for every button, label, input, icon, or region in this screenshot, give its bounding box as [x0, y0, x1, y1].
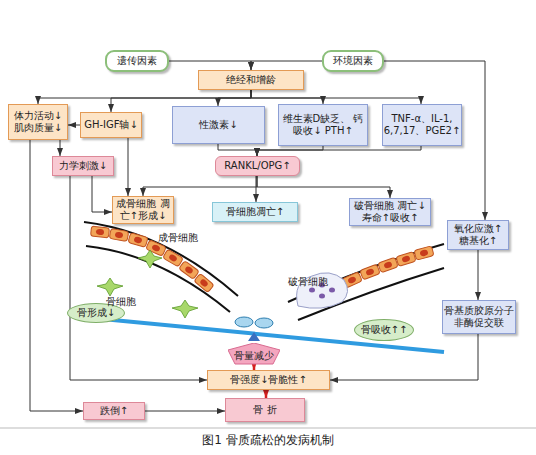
- process-box: 体力活动↓ 肌肉质量↓: [8, 104, 68, 140]
- process-box: 力学刺激↓: [52, 156, 114, 176]
- node-text: 绝经和增龄: [226, 74, 276, 86]
- arrow-connector: [257, 146, 421, 156]
- figure-caption: 图1 骨质疏松的发病机制: [0, 432, 536, 449]
- arrow-connector: [257, 176, 390, 198]
- arrow-connector: [218, 90, 251, 106]
- process-box: RANKL/OPG↑: [215, 156, 300, 176]
- process-box: 骨基质胶原分子 非酶促交联: [442, 300, 516, 334]
- process-box: 骨细胞凋亡↑: [212, 202, 298, 222]
- cell-label: 破骨细胞: [288, 276, 328, 289]
- process-box: GH-IGF轴↓: [80, 112, 142, 138]
- arrow-connector: [30, 140, 83, 411]
- arrow-connector: [218, 144, 257, 156]
- factor-oval: 环境因素: [322, 50, 384, 72]
- node-text: 环境因素: [333, 55, 373, 67]
- lining-cell-row: [342, 246, 434, 288]
- arrow-connector: [251, 90, 421, 104]
- node-text: 骨量减少: [234, 350, 274, 362]
- arrow-connector: [38, 90, 251, 104]
- arrow-connector: [257, 146, 323, 156]
- node-text: 成骨细胞 凋亡↑形成↓: [113, 198, 173, 222]
- cell-symbol: [235, 317, 253, 327]
- arrow-connector: [169, 61, 251, 70]
- node-text: 骨吸收↑↑: [361, 324, 408, 336]
- node-text: 骨基质胶原分子 非酶促交联: [443, 305, 515, 329]
- node-text: 氧化应激↑ 糖基化↑: [448, 223, 508, 247]
- node-text: 跌倒↑: [100, 405, 128, 417]
- node-text: 体力活动↓ 肌肉质量↓: [9, 110, 67, 134]
- arrow-connector: [251, 90, 323, 104]
- arrow-connector: [143, 176, 257, 196]
- arrow-connector: [68, 125, 80, 126]
- node-text: 骨形成↓: [77, 307, 115, 319]
- node-text: RANKL/OPG↑: [224, 160, 290, 172]
- process-box: 骨强度↓骨脆性↑: [207, 370, 330, 390]
- caption-rule: [0, 428, 536, 429]
- process-box: 维生素D缺乏、 钙吸收↓ PTH↑: [278, 104, 368, 146]
- arrow-connector: [256, 176, 257, 202]
- process-box: 氧化应激↑ 糖基化↑: [447, 220, 509, 250]
- arrow-connector: [70, 176, 207, 380]
- cell-label: 成骨细胞: [158, 232, 198, 245]
- node-text: TNF-α、IL-1, 6,7,17、PGE2↑: [383, 113, 461, 137]
- process-box: 性激素↓: [172, 106, 265, 144]
- arrow-connector: [145, 411, 225, 412]
- cell-symbol: [255, 318, 273, 328]
- factor-oval: 遗传因素: [105, 50, 169, 72]
- node-text: 骨细胞凋亡↑: [226, 206, 284, 218]
- arrow-connector: [92, 176, 112, 212]
- arrow-connector: [128, 138, 129, 196]
- bone-surface-line: [84, 222, 238, 296]
- outcome-box: 骨 折: [225, 398, 305, 422]
- node-text: 维生素D缺乏、 钙吸收↓ PTH↑: [279, 113, 367, 137]
- node-text: 性激素↓: [199, 119, 237, 131]
- arrow-connector: [478, 250, 479, 300]
- process-box: 破骨细胞 凋亡↓寿命↑吸收↑: [349, 198, 431, 226]
- node-text: 骨强度↓骨脆性↑: [230, 374, 307, 386]
- node-text: 破骨细胞 凋亡↓寿命↑吸收↑: [350, 200, 430, 224]
- result-pentagon: 骨量减少: [228, 343, 280, 365]
- process-box: 成骨细胞 凋亡↑形成↓: [112, 196, 174, 224]
- arrow-connector: [330, 334, 478, 380]
- node-text: GH-IGF轴↓: [84, 119, 138, 131]
- node-text: 力学刺激↓: [59, 160, 107, 172]
- process-box: 绝经和增龄: [198, 70, 304, 90]
- pentagon-shape: [228, 343, 280, 364]
- process-box: 跌倒↑: [83, 402, 145, 420]
- bone-surface-line: [86, 246, 230, 312]
- node-text: 骨 折: [253, 404, 276, 416]
- arrow-connector: [251, 61, 322, 70]
- arrow-connector: [265, 390, 268, 398]
- process-box: TNF-α、IL-1, 6,7,17、PGE2↑: [382, 104, 462, 146]
- node-text: 遗传因素: [117, 55, 157, 67]
- result-ellipse: 骨吸收↑↑: [354, 319, 414, 341]
- arrow-connector: [60, 140, 61, 156]
- triangle-marker: [248, 332, 260, 341]
